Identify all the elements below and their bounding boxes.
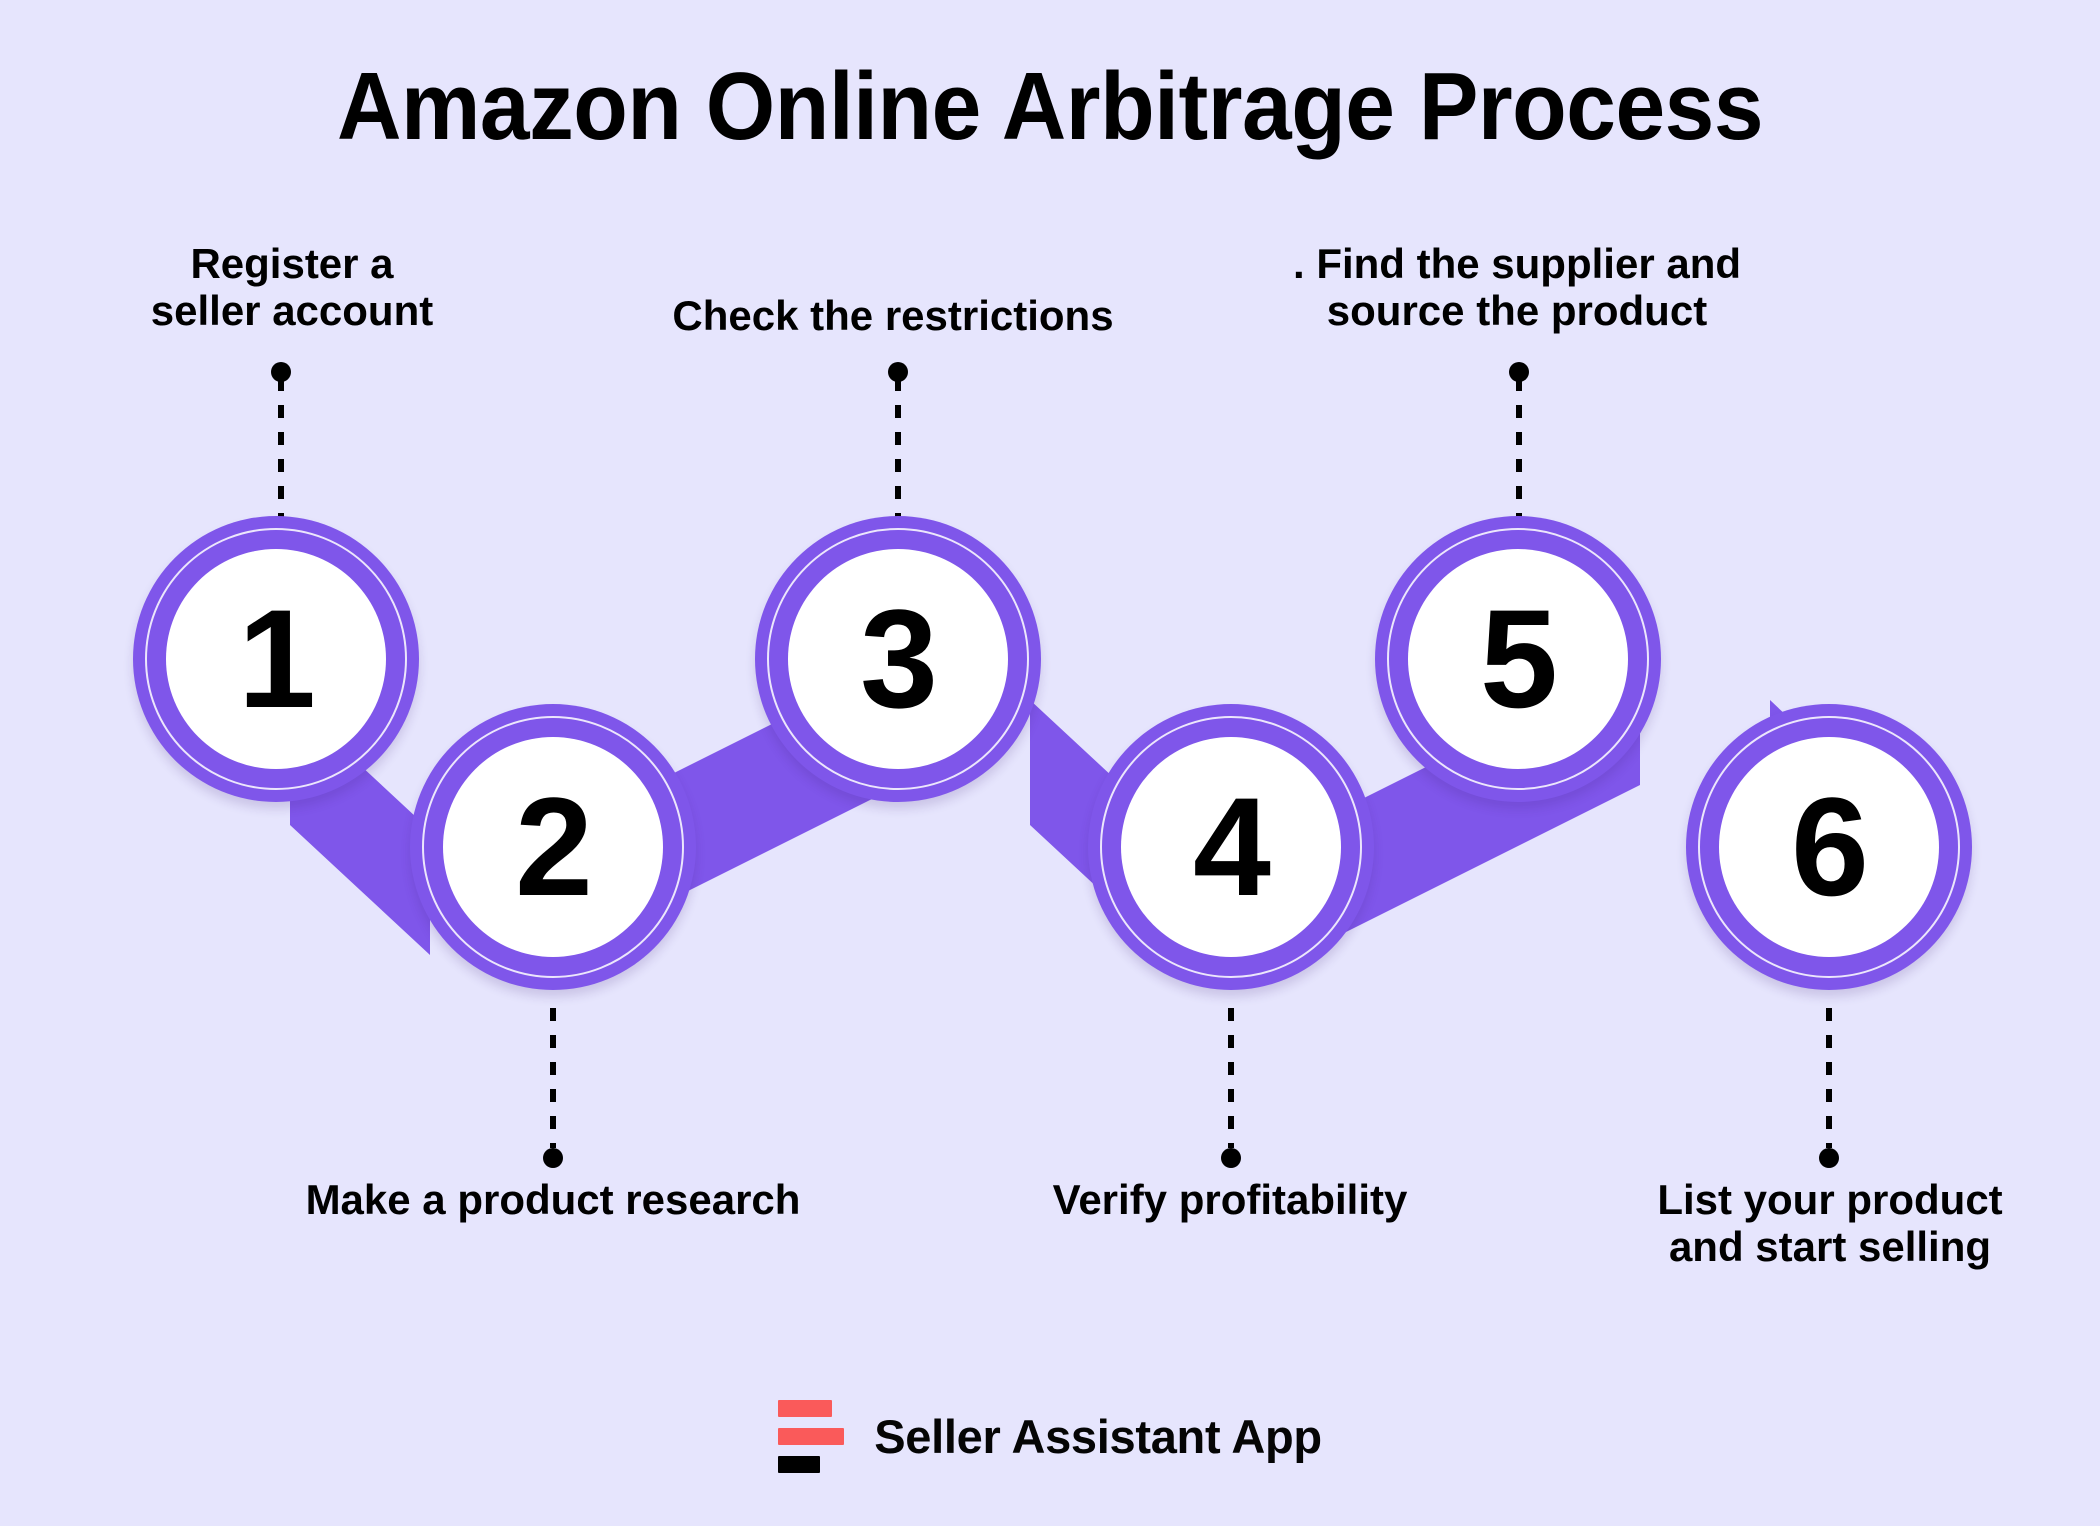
leader-dot-step-5: [1509, 362, 1529, 382]
leader-dot-step-4: [1221, 1148, 1241, 1168]
step-number: 1: [238, 580, 316, 737]
seller-assistant-logo-icon: [778, 1400, 845, 1473]
step-label-5: . Find the supplier and source the produ…: [1292, 240, 1741, 335]
step-node-2[interactable]: 2: [410, 704, 696, 990]
step-label-4: Verify profitability: [1052, 1176, 1408, 1223]
step-disc: 2: [443, 737, 663, 957]
step-disc: 6: [1719, 737, 1939, 957]
step-label-1: Register a seller account: [150, 240, 434, 335]
leader-line-step-2: [550, 1008, 556, 1148]
leader-dot-step-2: [543, 1148, 563, 1168]
step-label-6: List your product and start selling: [1657, 1176, 2003, 1271]
brand-footer: Seller Assistant App: [0, 1400, 2100, 1473]
leader-dot-step-3: [888, 362, 908, 382]
leader-line-step-3: [895, 378, 901, 528]
logo-bar-middle: [778, 1428, 845, 1445]
step-disc: 3: [788, 549, 1008, 769]
logo-bar-bottom: [778, 1456, 821, 1473]
step-node-4[interactable]: 4: [1088, 704, 1374, 990]
page-title: Amazon Online Arbitrage Process: [336, 53, 1764, 160]
step-number: 5: [1480, 580, 1558, 737]
step-number: 6: [1791, 768, 1869, 925]
leader-line-step-5: [1516, 378, 1522, 528]
step-number: 3: [860, 580, 938, 737]
logo-bar-top: [778, 1400, 833, 1417]
leader-line-step-4: [1228, 1008, 1234, 1148]
step-label-3: Check the restrictions: [672, 292, 1114, 339]
step-disc: 4: [1121, 737, 1341, 957]
step-node-3[interactable]: 3: [755, 516, 1041, 802]
leader-line-step-6: [1826, 1008, 1832, 1148]
step-node-5[interactable]: 5: [1375, 516, 1661, 802]
brand-name: Seller Assistant App: [874, 1410, 1322, 1463]
leader-dot-step-1: [271, 362, 291, 382]
step-disc: 5: [1408, 549, 1628, 769]
step-number: 4: [1193, 768, 1271, 925]
step-disc: 1: [166, 549, 386, 769]
leader-dot-step-6: [1819, 1148, 1839, 1168]
step-node-6[interactable]: 6: [1686, 704, 1972, 990]
step-label-2: Make a product research: [305, 1176, 801, 1223]
step-number: 2: [515, 768, 593, 925]
leader-line-step-1: [278, 378, 284, 528]
step-node-1[interactable]: 1: [133, 516, 419, 802]
